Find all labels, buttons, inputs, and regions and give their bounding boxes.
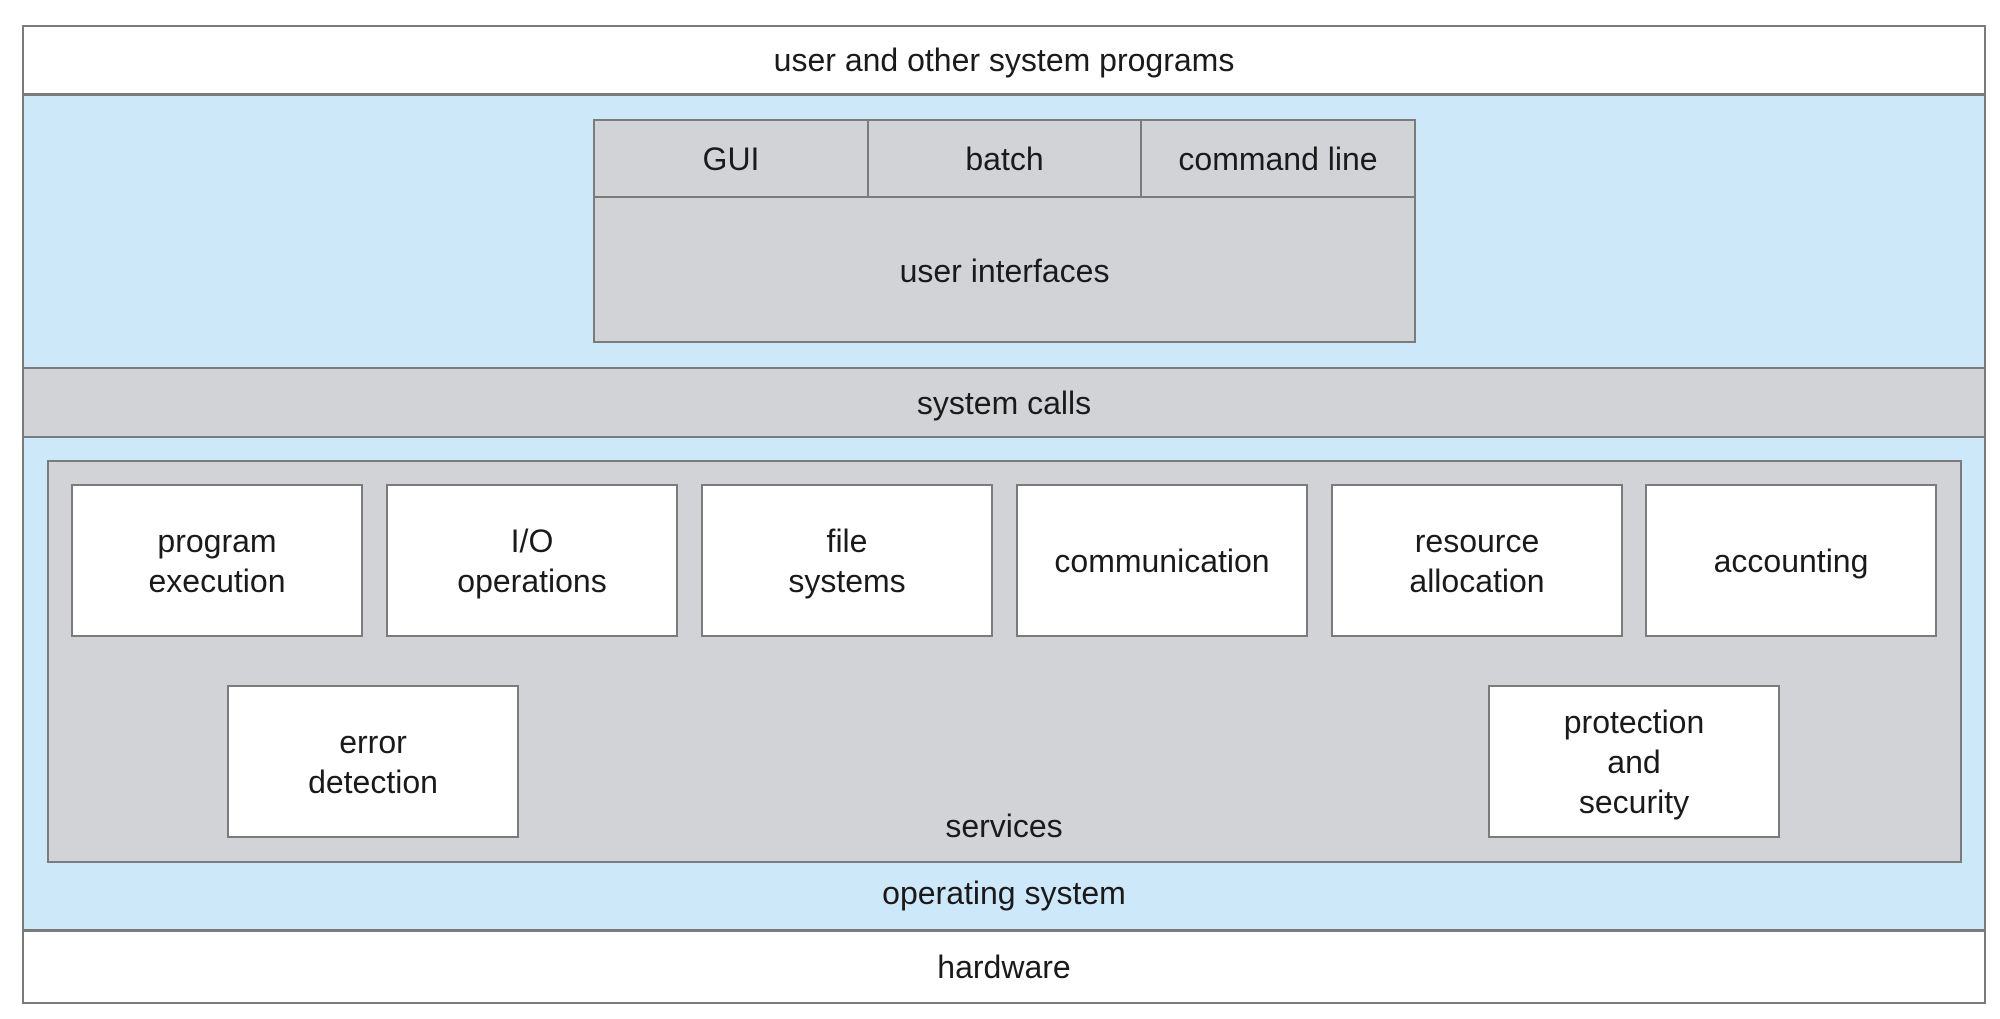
service-protection-and-security: protection and security: [1488, 685, 1780, 838]
service-file-systems: file systems: [701, 484, 993, 637]
service-label: accounting: [1713, 542, 1869, 579]
service-io-operations: I/O operations: [386, 484, 678, 637]
service-label: I/O operations: [457, 522, 607, 599]
user-interfaces-label-area: user interfaces: [593, 198, 1416, 343]
service-accounting: accounting: [1645, 484, 1937, 637]
service-label: program execution: [148, 522, 286, 599]
hardware-layer: hardware: [22, 930, 1986, 1004]
service-communication: communication: [1016, 484, 1308, 637]
user-programs-layer: user and other system programs: [22, 25, 1986, 95]
service-program-execution: program execution: [71, 484, 363, 637]
hardware-label: hardware: [937, 949, 1071, 985]
service-label: protection and security: [1563, 703, 1705, 820]
ui-option-batch: batch: [867, 119, 1142, 198]
ui-option-label: batch: [965, 140, 1044, 177]
ui-option-command-line: command line: [1140, 119, 1416, 198]
service-label: error detection: [308, 723, 438, 800]
user-programs-label: user and other system programs: [773, 42, 1235, 78]
service-resource-allocation: resource allocation: [1331, 484, 1623, 637]
system-calls-label: system calls: [916, 384, 1092, 421]
ui-option-gui: GUI: [593, 119, 869, 198]
service-label: resource allocation: [1409, 522, 1545, 599]
service-label: file systems: [788, 522, 906, 599]
services-label: services: [945, 808, 1063, 844]
service-label: communication: [1054, 542, 1270, 579]
ui-option-label: GUI: [702, 140, 760, 177]
system-calls-layer: system calls: [22, 367, 1986, 438]
service-error-detection: error detection: [227, 685, 519, 838]
operating-system-label: operating system: [882, 875, 1126, 911]
user-interfaces-label: user interfaces: [899, 252, 1110, 289]
ui-option-label: command line: [1178, 140, 1378, 177]
